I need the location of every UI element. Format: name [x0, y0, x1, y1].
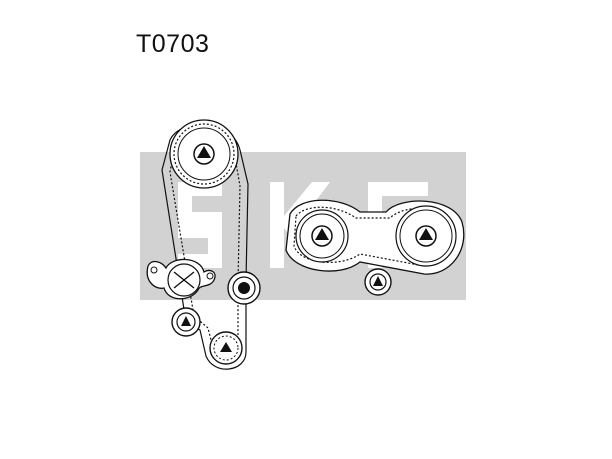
- crankshaft-sprocket: [209, 331, 243, 365]
- idler-pulley: [227, 271, 261, 305]
- camshaft-sprocket: [169, 119, 239, 189]
- water-pump: [146, 258, 216, 300]
- injection-pump-sprocket-right: [395, 205, 457, 267]
- part-number-title: T0703: [136, 30, 210, 58]
- tensioner-pulley-left: [171, 307, 201, 337]
- tensioner-pulley-center: [364, 268, 392, 296]
- injection-pump-sprocket-left: [295, 209, 349, 263]
